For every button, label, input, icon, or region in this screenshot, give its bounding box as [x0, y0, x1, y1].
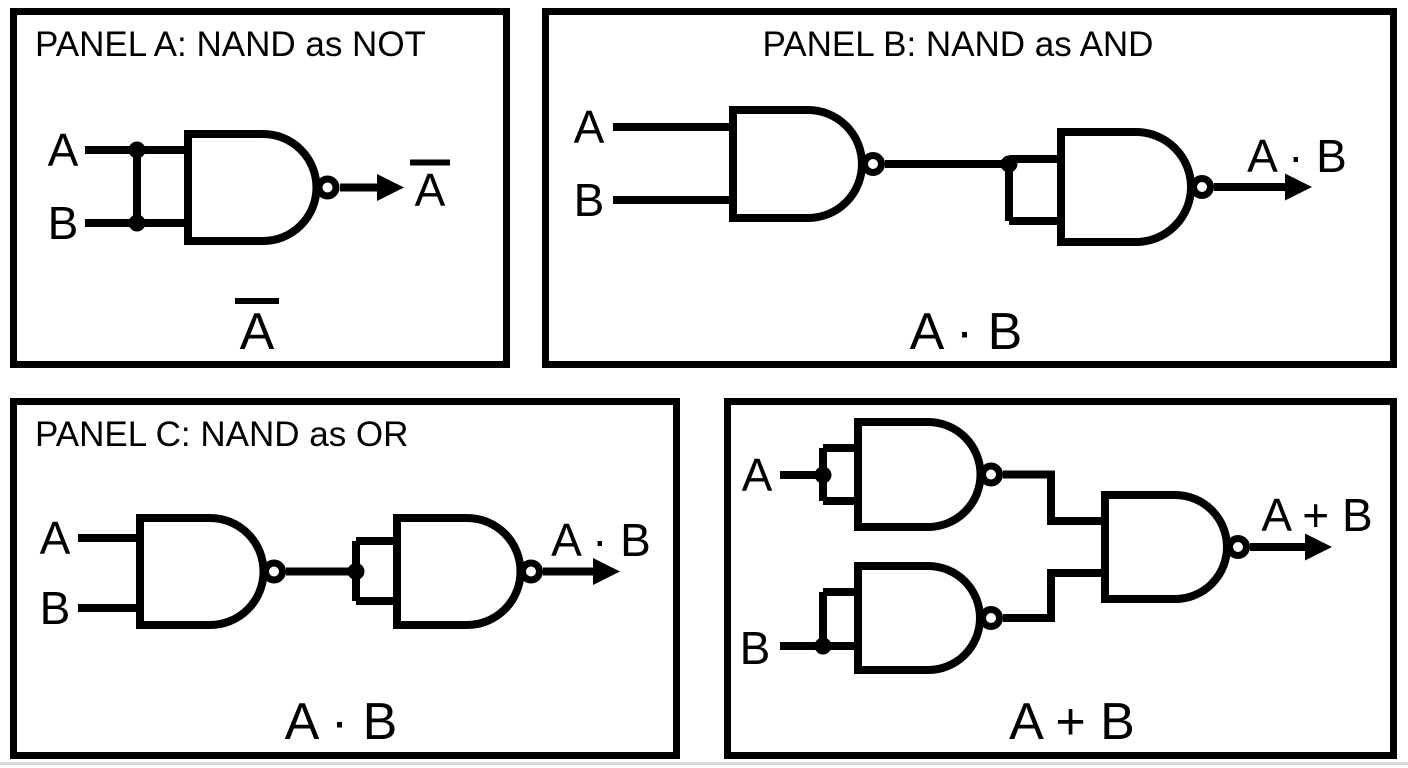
panel-b-arrowhead [1285, 173, 1312, 201]
panel-c-input-b-label: B [40, 582, 71, 634]
panel-d-arrowhead [1305, 533, 1332, 561]
panel-c-nand-gate-1 [136, 514, 268, 629]
panel-b-output-label: A · B [1247, 130, 1347, 182]
panel-b-input-a-label: A [574, 101, 605, 153]
panel-a-nand-bubble [315, 175, 340, 200]
figure-bottom-crop-line [0, 762, 1408, 765]
panel-a: PANEL A: NAND as NOT A B A A [10, 8, 510, 368]
panel-d-route-b [1003, 569, 1105, 622]
panel-b-nand-gate-2 [1057, 128, 1195, 246]
panel-d-route-a [1003, 470, 1105, 525]
panel-d-nand-bubble-final [1226, 535, 1250, 559]
panel-a-nand-gate [184, 130, 321, 245]
panel-d-nand-bubble-b [979, 606, 1003, 630]
panel-b-caption: A · B [910, 303, 1023, 361]
panel-a-junction-dot-b [128, 214, 146, 232]
panel-d-nand-gate-final [1101, 491, 1231, 603]
panel-c-nand-bubble-2 [519, 559, 543, 584]
panel-a-output-label: A [415, 164, 446, 216]
panel-d-caption: A + B [1009, 693, 1135, 751]
panel-c-title: PANEL C: NAND as OR [35, 415, 408, 454]
panel-a-input-a-label: A [48, 124, 79, 176]
panel-b-nand-bubble-2 [1190, 175, 1214, 199]
panel-b-nand-gate-1 [729, 106, 866, 222]
panel-b-nand-bubble-1 [861, 152, 885, 176]
panel-c-border [10, 398, 680, 759]
panel-a-border [10, 8, 510, 368]
panel-d-input-b-label: B [740, 622, 771, 674]
panel-b: PANEL B: NAND as AND A B A · B A · B [542, 8, 1397, 368]
panel-d-nand-gate-b [854, 562, 984, 674]
panel-c-input-a-label: A [40, 512, 71, 564]
panel-d-border [724, 398, 1397, 759]
panel-d-output-label: A + B [1261, 489, 1372, 541]
panel-c-nand-bubble-1 [262, 559, 286, 584]
panel-c-arrowhead [593, 558, 620, 585]
panel-d-nand-gate-a [854, 418, 985, 531]
panel-a-input-b-label: B [48, 197, 79, 249]
panel-a-caption: A [240, 303, 275, 361]
panel-a-junction-dot-a [128, 141, 146, 159]
panel-a-arrowhead [377, 174, 404, 201]
panel-d: A B A + B A + B [724, 398, 1397, 759]
panel-c-nand-gate-2 [393, 514, 525, 629]
panel-a-title: PANEL A: NAND as NOT [35, 25, 426, 64]
panel-b-input-b-label: B [574, 174, 605, 226]
panel-d-input-a-label: A [742, 449, 773, 501]
panel-c: PANEL C: NAND as OR A B A · B A · B [10, 398, 680, 759]
panel-d-nand-bubble-a [979, 462, 1003, 487]
panel-b-border [542, 8, 1397, 368]
panel-b-title: PANEL B: NAND as AND [763, 25, 1154, 64]
panel-c-output-label: A · B [551, 514, 651, 566]
panel-c-caption: A · B [285, 693, 398, 751]
